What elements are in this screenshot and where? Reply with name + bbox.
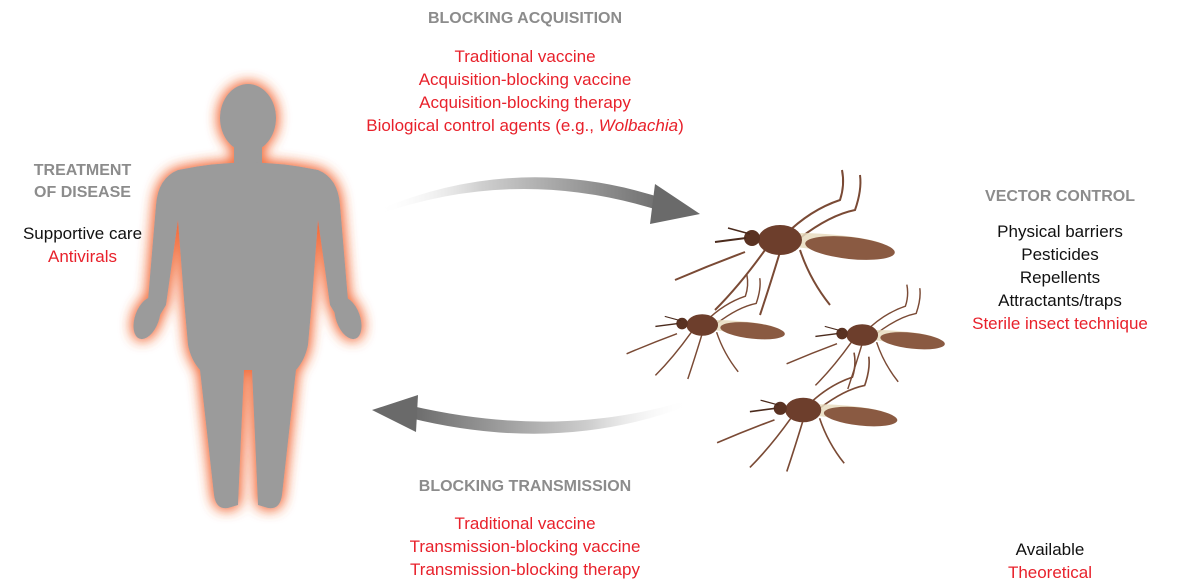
list-item: Pesticides [950,243,1170,266]
mosquito-icon [717,353,898,472]
mosquito-icon [787,285,946,389]
list-item: Sterile insect technique [950,312,1170,335]
blocking-acquisition-list: Traditional vaccine Acquisition-blocking… [320,45,730,137]
blocking-transmission-list: Traditional vaccine Transmission-blockin… [350,512,700,581]
list-item: Antivirals [5,245,160,268]
list-item: Biological control agents (e.g., Wolbach… [320,114,730,137]
list-item: Acquisition-blocking vaccine [320,68,730,91]
treatment-list: Supportive care Antivirals [5,222,160,268]
mosquito-icon [675,170,896,315]
list-item: Repellents [950,266,1170,289]
legend-available: Available [990,538,1110,561]
arrow-icon [378,177,700,224]
list-item: Attractants/traps [950,289,1170,312]
legend: Available Theoretical [990,538,1110,584]
vector-control-heading: VECTOR CONTROL [960,186,1160,208]
list-item: Transmission-blocking therapy [350,558,700,581]
list-item: Physical barriers [950,220,1170,243]
blocking-acquisition-heading: BLOCKING ACQUISITION [370,8,680,30]
list-item: Traditional vaccine [350,512,700,535]
legend-theoretical: Theoretical [990,561,1110,584]
blocking-transmission-heading: BLOCKING TRANSMISSION [370,476,680,498]
treatment-heading: TREATMENT OF DISEASE [10,160,155,204]
list-item: Supportive care [5,222,160,245]
list-item: Acquisition-blocking therapy [320,91,730,114]
vector-control-list: Physical barriers Pesticides Repellents … [950,220,1170,335]
list-item: Traditional vaccine [320,45,730,68]
list-item: Transmission-blocking vaccine [350,535,700,558]
human-figure-icon [128,84,367,508]
mosquito-icon [627,275,786,379]
arrow-icon [372,395,690,434]
